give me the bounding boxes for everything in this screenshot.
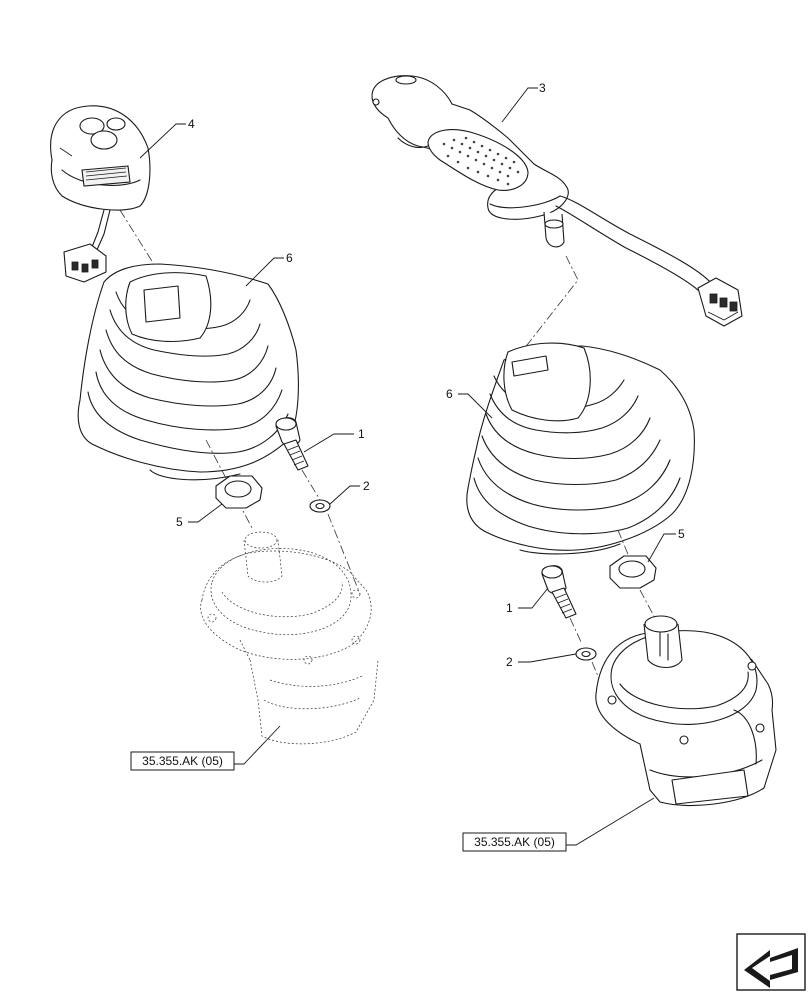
centerline-2-base-left <box>327 513 361 595</box>
callout-6-left: 6 <box>245 251 293 287</box>
part-3-grip-handle <box>371 75 743 327</box>
svg-text:4: 4 <box>188 117 195 131</box>
leader-ref-left <box>234 725 281 765</box>
callout-6-right: 6 <box>446 387 493 419</box>
grip-texture <box>442 136 520 186</box>
reference-label-left: 35.355.AK (05) <box>142 754 223 768</box>
reference-box-left[interactable]: 35.355.AK (05) <box>130 751 235 771</box>
callout-2-right: 2 <box>506 653 577 669</box>
svg-text:5: 5 <box>176 515 183 529</box>
svg-text:1: 1 <box>506 601 513 615</box>
part-6-right-boot <box>466 342 695 555</box>
part-1-right-bolt <box>541 565 577 619</box>
svg-text:2: 2 <box>506 655 513 669</box>
right-joystick-base <box>595 615 777 807</box>
callout-1-left: 1 <box>303 427 365 453</box>
arrow-nav-icon[interactable] <box>736 933 806 991</box>
part-5-left-nut <box>215 475 263 509</box>
centerline-1-2-left <box>301 469 321 501</box>
reference-box-right[interactable]: 35.355.AK (05) <box>462 832 567 852</box>
centerline-4-6 <box>119 209 171 291</box>
svg-text:3: 3 <box>539 81 546 95</box>
centerline-1-2-right <box>569 617 583 645</box>
callout-2-left: 2 <box>329 479 370 505</box>
callout-1-right: 1 <box>506 587 549 615</box>
svg-text:5: 5 <box>678 527 685 541</box>
centerline-5-base-right <box>639 589 657 621</box>
callout-3: 3 <box>501 81 546 123</box>
centerline-3-6 <box>519 255 579 355</box>
part-1-left-bolt <box>275 417 309 471</box>
part-5-right-nut <box>609 555 657 589</box>
svg-text:6: 6 <box>286 251 293 265</box>
svg-text:6: 6 <box>446 387 453 401</box>
part-6-left-boot <box>77 263 299 481</box>
callout-5-right: 5 <box>647 527 685 563</box>
part-2-left-washer <box>309 499 331 513</box>
leader-ref-right <box>566 797 655 846</box>
callout-5-left: 5 <box>176 503 223 529</box>
callout-4: 4 <box>139 117 195 159</box>
left-joystick-base <box>200 531 379 745</box>
svg-text:1: 1 <box>358 427 365 441</box>
part-4-button-cap <box>50 105 151 283</box>
svg-text:2: 2 <box>363 479 370 493</box>
part-2-right-washer <box>575 647 597 661</box>
reference-label-right: 35.355.AK (05) <box>474 835 555 849</box>
